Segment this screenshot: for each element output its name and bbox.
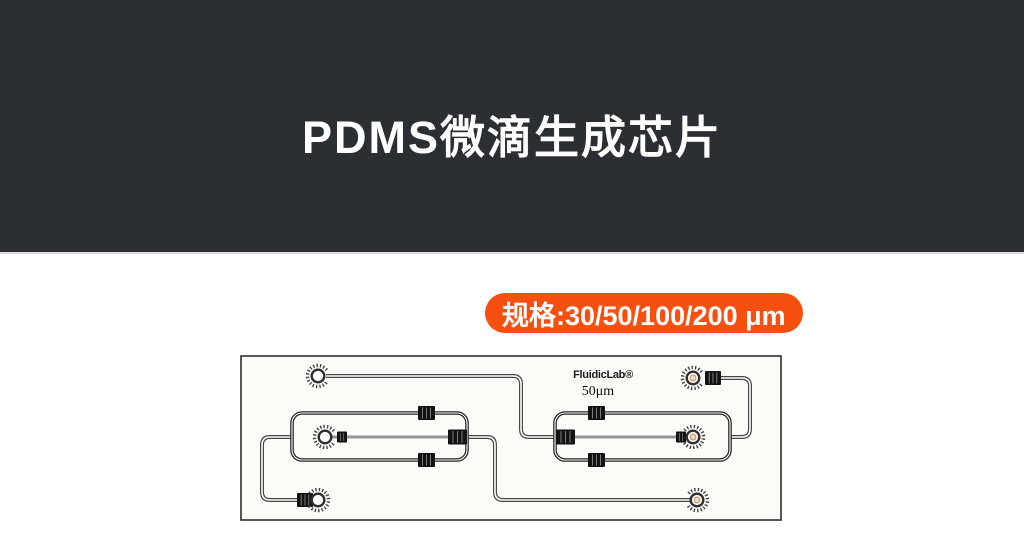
filter-block bbox=[447, 429, 468, 445]
chip-size-label: 50μm bbox=[582, 384, 615, 399]
filter-block bbox=[587, 405, 606, 421]
filter-block bbox=[336, 431, 348, 443]
filter-block bbox=[704, 370, 722, 386]
chip-diagram: FluidicLab® 50μm bbox=[240, 355, 782, 521]
filter-block bbox=[587, 452, 606, 468]
spec-badge: 规格:30/50/100/200 μm bbox=[485, 293, 803, 333]
brand-logo: FluidicLab® bbox=[573, 369, 633, 381]
filter-block bbox=[417, 452, 436, 468]
page-title: PDMS微滴生成芯片 bbox=[301, 111, 722, 163]
filter-block bbox=[555, 429, 576, 445]
filter-block bbox=[675, 431, 687, 443]
filter-block bbox=[417, 405, 436, 421]
hero-header: PDMS微滴生成芯片 bbox=[0, 0, 1024, 254]
